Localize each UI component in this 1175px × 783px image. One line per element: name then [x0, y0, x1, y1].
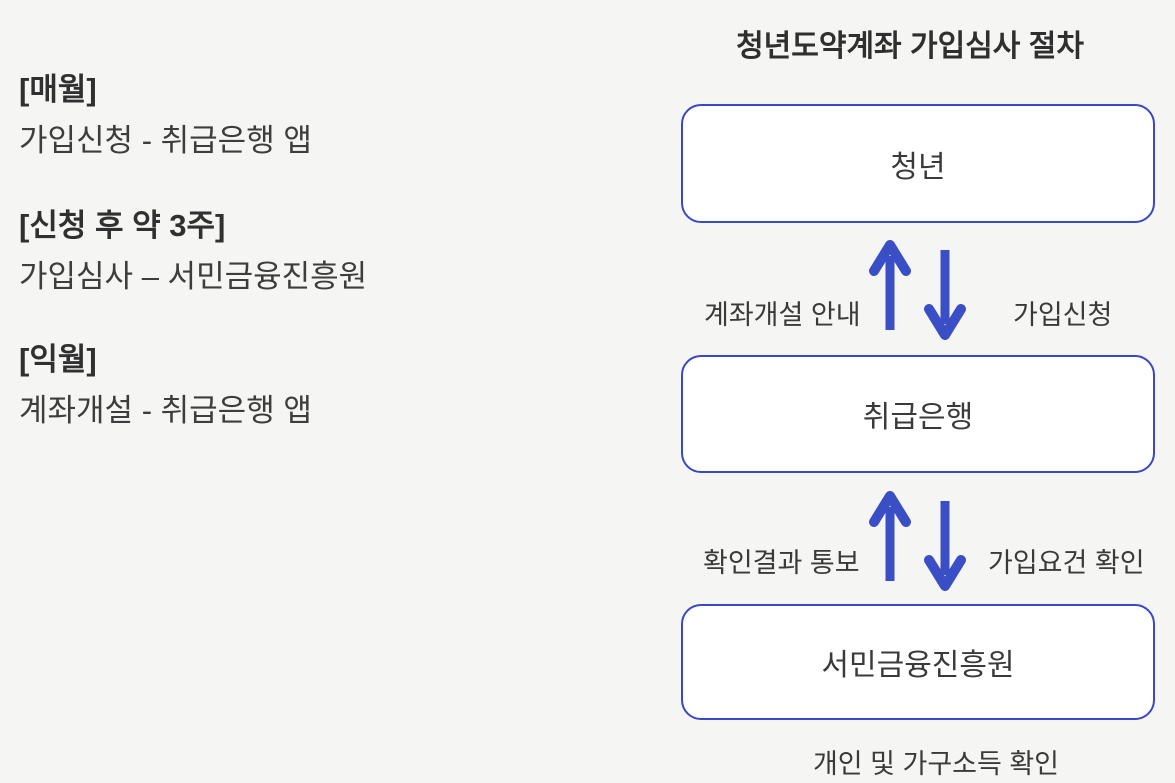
timeline-description-apply: 가입신청 - 취급은행 앱: [19, 123, 312, 158]
timeline-period-monthly: [매월]: [19, 72, 97, 107]
node-bank: 취급은행: [681, 355, 1155, 473]
timeline-description-open-account: 계좌개설 - 취급은행 앱: [19, 393, 312, 428]
diagram-caption: 개인 및 가구소득 확인: [812, 749, 1060, 779]
down-arrow-icon: [924, 250, 966, 340]
down-arrow-icon: [924, 501, 966, 591]
flow-label-account-guide: 계좌개설 안내: [704, 300, 861, 330]
flow-label-apply: 가입신청: [1013, 300, 1113, 330]
node-agency-label: 서민금융진흥원: [821, 649, 1015, 682]
timeline-period-three-weeks: [신청 후 약 3주]: [19, 208, 226, 243]
timeline-period-next-month: [익월]: [19, 342, 97, 377]
flow-arrows-youth-bank: [869, 240, 966, 340]
node-youth-label: 청년: [890, 150, 946, 184]
flow-label-result-notice: 확인결과 통보: [703, 548, 860, 578]
timeline-description-review: 가입심사 – 서민금융진흥원: [19, 259, 368, 294]
up-arrow-icon: [869, 240, 911, 330]
node-agency: 서민금융진흥원: [681, 604, 1155, 720]
node-youth: 청년: [681, 104, 1155, 223]
up-arrow-icon: [869, 491, 911, 581]
node-bank-label: 취급은행: [862, 401, 974, 434]
diagram-title: 청년도약계좌 가입심사 절차: [736, 30, 1084, 63]
flow-arrows-bank-agency: [869, 491, 966, 591]
flow-label-eligibility-check: 가입요건 확인: [988, 548, 1145, 578]
